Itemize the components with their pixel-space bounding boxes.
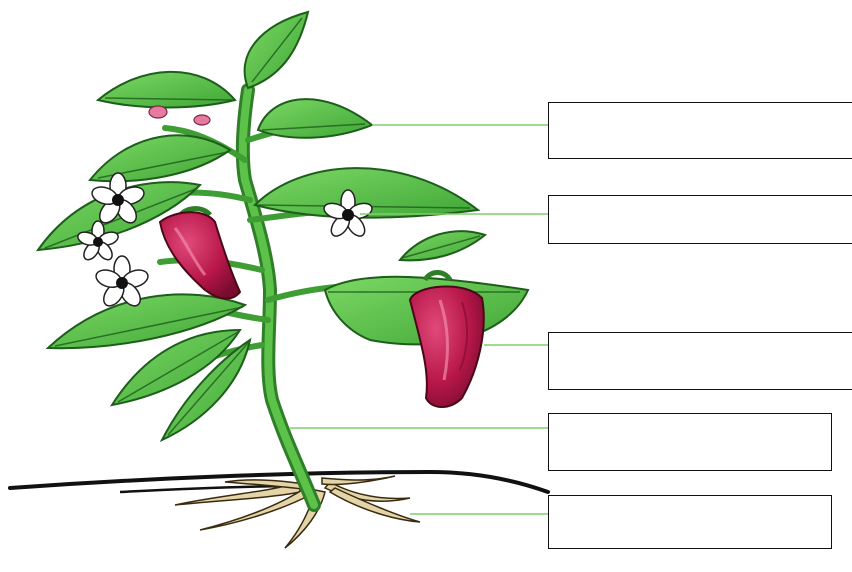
label-box-roots[interactable] <box>548 495 832 549</box>
label-box-fruit[interactable] <box>548 332 852 390</box>
pepper-fruit-right <box>410 273 484 408</box>
leaf-right-small <box>400 231 485 260</box>
leaf-upper-left <box>98 72 235 108</box>
label-box-stem[interactable] <box>548 413 832 471</box>
leaf-upper-right <box>258 99 372 138</box>
pepper-fruit-left <box>160 209 240 299</box>
leaf-mid-left-upper <box>90 135 230 181</box>
flower-buds <box>149 106 210 125</box>
label-box-flower[interactable] <box>548 195 852 244</box>
label-box-leaf[interactable] <box>548 102 852 159</box>
